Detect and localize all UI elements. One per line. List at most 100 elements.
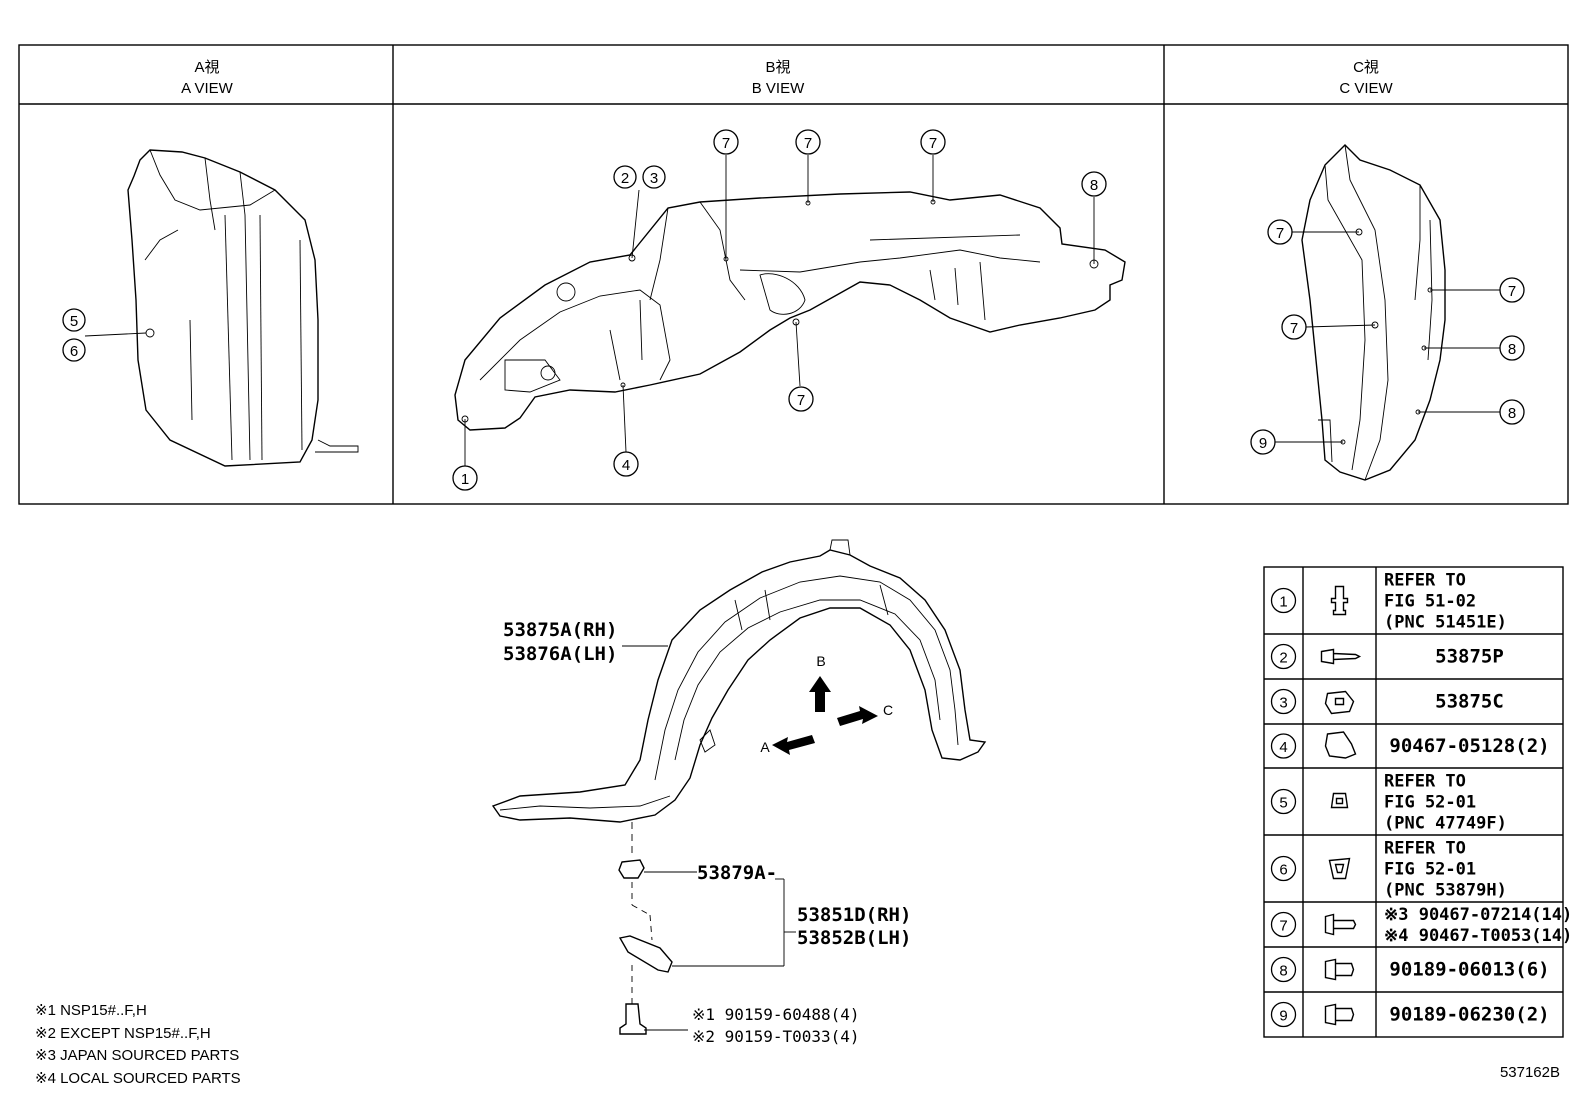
diagram-code: 537162B xyxy=(1500,1064,1560,1081)
legend-row: 7 ※3 90467-07214(14)※4 90467-T0053(14) xyxy=(1270,905,1572,946)
b-view-drawing xyxy=(454,191,1126,431)
svg-text:7: 7 xyxy=(804,135,812,152)
a-view-drawing xyxy=(127,149,359,467)
b-leaders xyxy=(464,155,1095,466)
svg-text:1: 1 xyxy=(461,471,469,488)
arrow-c: C xyxy=(837,702,893,726)
svg-text:3: 3 xyxy=(650,170,658,187)
callout-b-7-d: 7 xyxy=(788,386,814,412)
legend-text-line: FIG 52-01 xyxy=(1384,860,1476,880)
legend-number: 5 xyxy=(1279,795,1287,812)
legend-number: 8 xyxy=(1279,963,1287,980)
note-2: ※2 EXCEPT NSP15#..F,H xyxy=(35,1025,211,1042)
callout-b-2: 2 xyxy=(613,165,637,189)
legend-row: 8 90189-06013(6) xyxy=(1270,956,1550,983)
callout-b-7-c: 7 xyxy=(920,129,946,155)
legend-text-line: ※4 90467-T0053(14) xyxy=(1384,926,1572,946)
screw-icon xyxy=(1320,648,1362,665)
svg-text:8: 8 xyxy=(1508,405,1516,422)
legend-text-line: 90467-05128(2) xyxy=(1389,735,1549,757)
svg-text:5: 5 xyxy=(70,313,78,330)
legend-callout-5: 5 xyxy=(1270,788,1297,815)
legend-callout-7: 7 xyxy=(1270,911,1297,938)
clip-icon xyxy=(1324,731,1357,759)
callout-b-8: 8 xyxy=(1081,171,1107,197)
legend-callout-6: 6 xyxy=(1270,855,1297,882)
callout-b-7-a: 7 xyxy=(713,129,739,155)
legend-text-line: REFER TO xyxy=(1384,772,1466,792)
legend-text-line: 90189-06013(6) xyxy=(1389,959,1549,981)
c-view-title-en: C VIEW xyxy=(1339,80,1393,97)
bracket-leader xyxy=(672,878,796,967)
push-rivet-icon xyxy=(1324,913,1357,936)
legend-row: 4 90467-05128(2) xyxy=(1270,731,1550,759)
grommet-nut-icon xyxy=(1324,1003,1355,1026)
arrow-a: A xyxy=(760,735,815,755)
bolt-label-1: ※1 90159-60488(4) xyxy=(692,1005,860,1024)
callout-b-7-b: 7 xyxy=(795,129,821,155)
svg-text:7: 7 xyxy=(722,135,730,152)
nut-clip-icon xyxy=(1324,690,1355,715)
legend-number: 1 xyxy=(1279,594,1287,611)
legend-row: 2 53875P xyxy=(1270,643,1504,670)
note-1: ※1 NSP15#..F,H xyxy=(35,1002,147,1019)
callout-b-3: 3 xyxy=(642,165,666,189)
legend-row: 3 53875C xyxy=(1270,688,1504,715)
callout-a-6: 6 xyxy=(62,338,86,362)
legend-callout-9: 9 xyxy=(1270,1001,1297,1028)
legend-callout-1: 1 xyxy=(1270,587,1297,614)
c-view-title-jp: C視 xyxy=(1353,59,1379,76)
legend-text-line: FIG 52-01 xyxy=(1384,793,1476,813)
legend-text-line: (PNC 51451E) xyxy=(1384,613,1507,633)
legend-callout-8: 8 xyxy=(1270,956,1297,983)
svg-text:8: 8 xyxy=(1508,341,1516,358)
legend-text-line: (PNC 47749F) xyxy=(1384,814,1507,834)
retainer-icon xyxy=(1328,857,1351,880)
svg-text:C: C xyxy=(883,702,893,718)
arrow-b: B xyxy=(809,653,831,712)
svg-text:4: 4 xyxy=(622,457,630,474)
legend-number: 2 xyxy=(1279,650,1287,667)
legend-text-line: (PNC 53879H) xyxy=(1384,881,1507,901)
callout-c-7-c: 7 xyxy=(1499,277,1525,303)
grommet-icon xyxy=(1330,792,1349,809)
legend-number: 3 xyxy=(1279,695,1287,712)
note-3: ※3 JAPAN SOURCED PARTS xyxy=(35,1047,239,1064)
legend-callout-4: 4 xyxy=(1270,733,1297,759)
callout-b-4: 4 xyxy=(613,451,639,477)
callout-a-5: 5 xyxy=(62,308,86,332)
bracket-lh-label: 53852B(LH) xyxy=(797,927,911,949)
svg-text:7: 7 xyxy=(1276,225,1284,242)
callout-c-7-a: 7 xyxy=(1267,219,1293,245)
liner-rh-label: 53875A(RH) xyxy=(503,619,617,641)
legend-text-line: 53875P xyxy=(1435,646,1504,668)
c-leaders xyxy=(1275,231,1500,443)
note-4: ※4 LOCAL SOURCED PARTS xyxy=(35,1070,241,1087)
legend-text-line: ※3 90467-07214(14) xyxy=(1384,905,1572,925)
fender-liner-drawing xyxy=(491,539,987,823)
legend-number: 9 xyxy=(1279,1008,1287,1025)
views-frame xyxy=(18,44,1569,505)
svg-text:A: A xyxy=(760,739,770,755)
svg-text:7: 7 xyxy=(797,392,805,409)
callout-c-9: 9 xyxy=(1250,429,1276,455)
callout-c-7-b: 7 xyxy=(1281,314,1307,340)
svg-text:6: 6 xyxy=(70,343,78,360)
legend-text-line: 53875C xyxy=(1435,691,1504,713)
svg-text:7: 7 xyxy=(1290,320,1298,337)
hardware-stack xyxy=(618,822,673,1035)
svg-text:7: 7 xyxy=(929,135,937,152)
a-view-title-jp: A視 xyxy=(194,59,219,76)
callout-b-1: 1 xyxy=(452,465,478,491)
svg-text:7: 7 xyxy=(1508,283,1516,300)
callout-c-8-b: 8 xyxy=(1499,399,1525,425)
svg-text:2: 2 xyxy=(621,170,629,187)
bolt-label-2: ※2 90159-T0033(4) xyxy=(692,1027,860,1046)
legend-callout-2: 2 xyxy=(1270,643,1297,670)
svg-text:9: 9 xyxy=(1259,435,1267,452)
